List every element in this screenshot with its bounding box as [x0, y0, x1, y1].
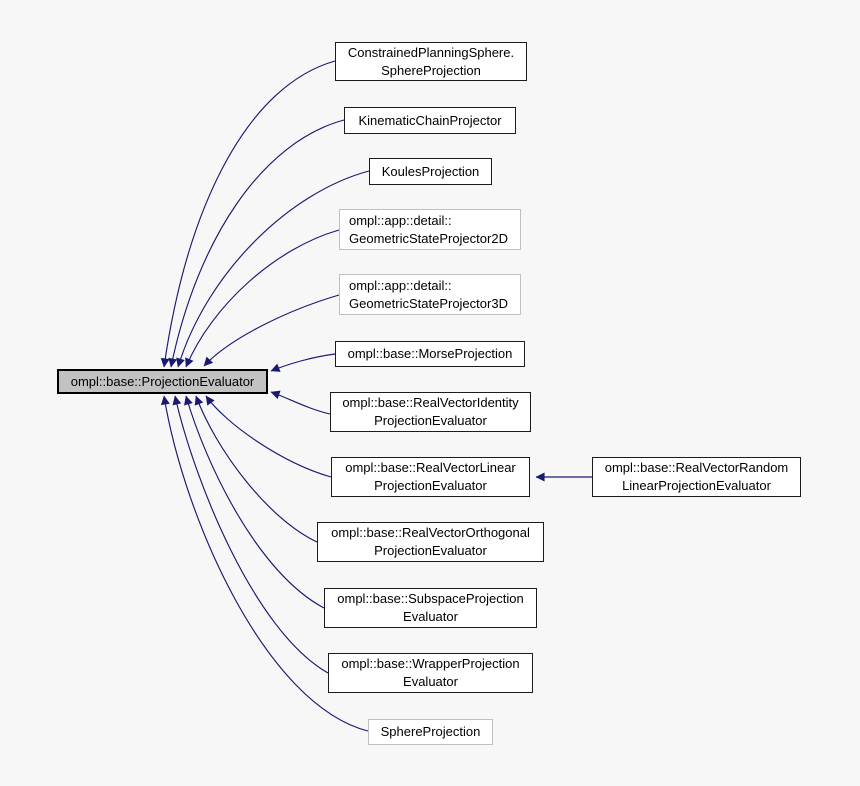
class-name-label: ompl::base::RealVectorLinear: [345, 460, 516, 475]
class-node-koulesprojection[interactable]: KoulesProjection: [369, 158, 492, 185]
class-node-geometricstateprojector2d: ompl::app::detail:: GeometricStateProjec…: [339, 209, 521, 250]
class-node-morseprojection[interactable]: ompl::base::MorseProjection: [335, 341, 525, 367]
inheritance-edge-koulesprojection: [176, 170, 370, 368]
inheritance-edge-geometricstateprojector3d: [203, 294, 340, 367]
class-node-subspaceprojectionevaluator[interactable]: ompl::base::SubspaceProjection Evaluator: [324, 588, 537, 628]
class-name-label: ompl::base::WrapperProjection: [341, 656, 520, 671]
class-node-sphereprojection: SphereProjection: [368, 719, 493, 745]
class-name-label: ompl::base::ProjectionEvaluator: [70, 373, 255, 389]
inheritance-edge-sphereprojection: [160, 395, 369, 732]
class-node-kinematicchainprojector[interactable]: KinematicChainProjector: [344, 107, 516, 134]
class-name-label: ompl::base::SubspaceProjection: [337, 591, 524, 606]
class-name-label: ConstrainedPlanningSphere.: [347, 44, 515, 60]
class-node-wrapperprojectionevaluator[interactable]: ompl::base::WrapperProjection Evaluator: [328, 653, 533, 693]
inheritance-edge-kinematicchainprojector: [168, 119, 345, 368]
class-node-realvectoridentityprojectionevaluator[interactable]: ompl::base::RealVectorIdentity Projectio…: [330, 392, 531, 432]
class-node-realvectorrandomlinearprojectionevaluator[interactable]: ompl::base::RealVectorRandom LinearProje…: [592, 457, 801, 497]
class-node-constrainedplanningsphere-sphereprojection[interactable]: ConstrainedPlanningSphere. SphereProject…: [335, 42, 527, 81]
class-name-label: ompl::base::RealVectorIdentity: [342, 395, 519, 410]
inheritance-edge-morseprojection: [270, 353, 336, 372]
class-name-label: KinematicChainProjector: [358, 112, 502, 128]
class-name-label: ProjectionEvaluator: [374, 478, 487, 493]
class-name-label: ompl::app::detail::: [349, 212, 452, 228]
inheritance-edge-wrapperprojectionevaluator: [172, 395, 329, 674]
inheritance-edge-geometricstateprojector2d: [185, 229, 340, 368]
inheritance-edge-realvectorlinearprojectionevaluator: [205, 395, 332, 478]
class-name-label: ompl::base::RealVectorOrthogonal: [331, 525, 530, 540]
class-name-label: SphereProjection: [381, 62, 481, 78]
class-name-label: ompl::base::MorseProjection: [347, 346, 513, 361]
class-node-realvectororthogonalprojectionevaluator[interactable]: ompl::base::RealVectorOrthogonal Project…: [317, 522, 544, 562]
class-name-label: Evaluator: [403, 609, 458, 624]
class-name-label: GeometricStateProjector2D: [349, 230, 508, 246]
class-node-geometricstateprojector3d: ompl::app::detail:: GeometricStateProjec…: [339, 274, 521, 315]
inheritance-edge-realvectororthogonalprojectionevaluator: [194, 395, 318, 543]
class-name-label: GeometricStateProjector3D: [349, 295, 508, 311]
class-name-label: ompl::base::RealVectorRandom: [604, 460, 789, 475]
inheritance-edge-realvectoridentityprojectionevaluator: [270, 390, 331, 415]
class-name-label: ProjectionEvaluator: [374, 543, 487, 558]
class-name-label: KoulesProjection: [381, 163, 480, 179]
inheritance-edge-subspaceprojectionevaluator: [184, 395, 325, 609]
class-name-label: ProjectionEvaluator: [374, 413, 487, 428]
inheritance-edge-constrainedplanningsphere-sphereprojection: [160, 60, 336, 368]
class-name-label: Evaluator: [403, 674, 458, 689]
class-name-label: LinearProjectionEvaluator: [622, 478, 771, 493]
class-name-label: SphereProjection: [380, 724, 481, 739]
class-node-projectionevaluator-base[interactable]: ompl::base::ProjectionEvaluator: [57, 369, 268, 394]
class-node-realvectorlinearprojectionevaluator[interactable]: ompl::base::RealVectorLinear ProjectionE…: [331, 457, 530, 497]
class-name-label: ompl::app::detail::: [349, 277, 452, 293]
